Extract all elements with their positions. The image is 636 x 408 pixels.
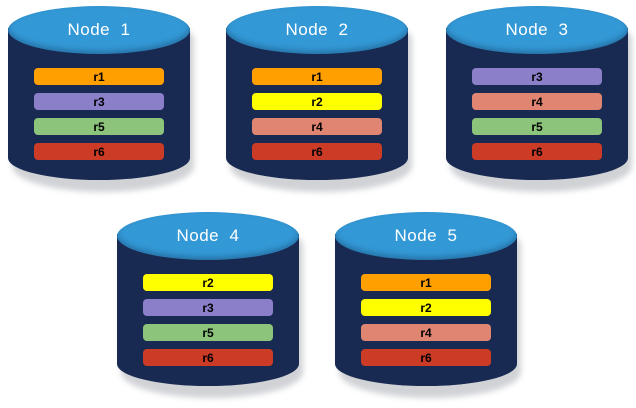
- replica-bar[interactable]: r2: [361, 299, 491, 316]
- replica-bar[interactable]: r5: [34, 118, 164, 135]
- replica-bar[interactable]: r1: [252, 68, 382, 85]
- replica-bar[interactable]: r3: [472, 68, 602, 85]
- node-top-ellipse: [8, 6, 190, 54]
- replica-bar[interactable]: r4: [361, 324, 491, 341]
- replica-bar[interactable]: r3: [34, 93, 164, 110]
- replica-bar[interactable]: r6: [472, 143, 602, 160]
- node-cylinder[interactable]: Node 2 r1 r2 r4 r6: [226, 6, 412, 192]
- node-top-ellipse: [446, 6, 628, 54]
- replica-bar[interactable]: r4: [252, 118, 382, 135]
- replica-bar[interactable]: r2: [143, 274, 273, 291]
- replica-list: r2 r3 r5 r6: [143, 274, 273, 366]
- node-cylinder[interactable]: Node 3 r3 r4 r5 r6: [446, 6, 632, 192]
- replica-bar[interactable]: r1: [34, 68, 164, 85]
- replica-bar[interactable]: r1: [361, 274, 491, 291]
- node-top-ellipse: [335, 212, 517, 260]
- node-cylinder[interactable]: Node 1 r1 r3 r5 r6: [8, 6, 194, 192]
- replica-bar[interactable]: r6: [361, 349, 491, 366]
- replica-list: r1 r2 r4 r6: [252, 68, 382, 160]
- replica-list: r1 r2 r4 r6: [361, 274, 491, 366]
- node-cylinder[interactable]: Node 4 r2 r3 r5 r6: [117, 212, 303, 398]
- replica-bar[interactable]: r6: [143, 349, 273, 366]
- node-top-ellipse: [226, 6, 408, 54]
- replica-list: r1 r3 r5 r6: [34, 68, 164, 160]
- replica-bar[interactable]: r4: [472, 93, 602, 110]
- replica-bar[interactable]: r3: [143, 299, 273, 316]
- replica-bar[interactable]: r6: [252, 143, 382, 160]
- node-label: Node 2: [285, 20, 349, 39]
- node-label: Node 5: [394, 226, 458, 245]
- replica-bar[interactable]: r5: [143, 324, 273, 341]
- node-label: Node 3: [505, 20, 569, 39]
- node-label: Node 1: [67, 20, 131, 39]
- node-top-ellipse: [117, 212, 299, 260]
- node-label: Node 4: [176, 226, 240, 245]
- replica-bar[interactable]: r5: [472, 118, 602, 135]
- replica-bar[interactable]: r2: [252, 93, 382, 110]
- replica-bar[interactable]: r6: [34, 143, 164, 160]
- node-cylinder[interactable]: Node 5 r1 r2 r4 r6: [335, 212, 521, 398]
- replica-list: r3 r4 r5 r6: [472, 68, 602, 160]
